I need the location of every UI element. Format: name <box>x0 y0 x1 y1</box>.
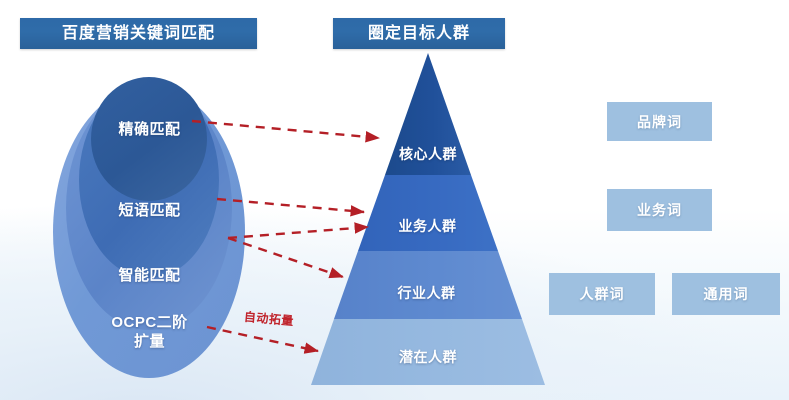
arrow-smart-to-industry <box>227 236 344 279</box>
pyramid-label-core-audience: 核心人群 <box>399 146 457 162</box>
pyramid-band-industry <box>334 251 522 319</box>
pyramid-label-industry-audience: 行业人群 <box>397 285 456 301</box>
ellipse-label-exact-match: 精确匹配 <box>118 121 181 138</box>
keyword-box-brand[interactable]: 品牌词 <box>607 102 712 141</box>
pyramid-label-potential-audience: 潜在人群 <box>399 349 457 365</box>
pyramid-label-business-audience: 业务人群 <box>398 218 457 234</box>
keyword-box-general[interactable]: 通用词 <box>672 273 780 315</box>
keyword-box-business[interactable]: 业务词 <box>607 189 712 231</box>
section-header-target-audience: 圈定目标人群 <box>333 18 505 49</box>
arrow-phrase-to-business <box>216 197 365 217</box>
arrow-smart-to-business <box>227 222 369 240</box>
pyramid-band-potential <box>311 319 545 385</box>
pyramid-band-core <box>385 53 471 175</box>
ellipse-label-phrase-match: 短语匹配 <box>118 202 181 219</box>
ellipse-label-ocpc-expansion: OCPC二阶 扩量 <box>111 314 188 350</box>
keyword-box-crowd[interactable]: 人群词 <box>549 273 655 315</box>
arrow-exact-to-core <box>191 119 380 143</box>
pyramid-band-business <box>358 175 498 251</box>
ellipse-exact-match <box>91 77 207 201</box>
ellipse-label-smart-match: 智能匹配 <box>118 267 181 284</box>
arrow-ocpc-to-potential <box>206 325 319 354</box>
section-header-keyword-matching: 百度营销关键词匹配 <box>20 18 257 49</box>
